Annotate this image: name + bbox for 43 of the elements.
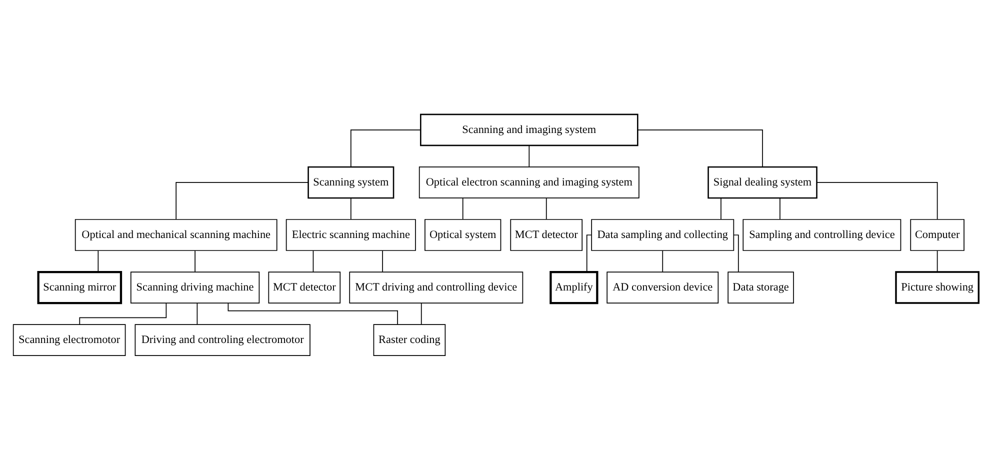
connector	[98, 250, 99, 272]
node-box: Scanning electromotor	[12, 324, 126, 356]
node-box: Raster coding	[373, 324, 446, 356]
node-box: Scanning mirror	[37, 270, 122, 304]
node-box: Sampling and controlling device	[742, 219, 902, 251]
connector	[350, 198, 352, 220]
node-box: Scanning driving machine	[130, 272, 260, 304]
node-box: Electric scanning machine	[286, 219, 416, 251]
node-box: Computer	[910, 219, 964, 251]
node-box: MCT detector	[510, 219, 583, 251]
connector	[312, 250, 314, 272]
node-box: Picture showing	[895, 271, 980, 304]
connector	[638, 130, 763, 168]
node-box: Optical system	[424, 219, 502, 251]
connector	[936, 250, 938, 272]
connector	[733, 234, 739, 272]
connector	[586, 234, 592, 272]
connector	[528, 145, 530, 168]
connector	[546, 198, 547, 220]
node-box: AD conversion device	[606, 272, 719, 304]
connector	[720, 198, 722, 220]
connector	[420, 302, 422, 325]
node-box: Optical electron scanning and imaging system	[418, 166, 640, 198]
node-box: Scanning system	[308, 166, 394, 199]
connector	[382, 250, 383, 272]
connector	[462, 198, 464, 220]
node-box: Driving and controling electromotor	[134, 324, 310, 356]
node-box: Signal dealing system	[708, 166, 818, 199]
connector	[816, 182, 938, 220]
node-box: MCT driving and controlling device	[349, 272, 524, 304]
node-box: Scanning and imaging system	[420, 114, 638, 146]
node-box: MCT detector	[268, 272, 341, 304]
connector	[662, 250, 664, 272]
node-box: Data storage	[728, 272, 794, 304]
connector	[350, 130, 422, 168]
node-box: Optical and mechanical scanning machine	[74, 219, 278, 251]
node-box: Amplify	[550, 270, 598, 304]
connector	[79, 302, 167, 325]
node-box: Data sampling and collecting	[591, 219, 734, 251]
connector	[176, 182, 309, 220]
connector	[228, 302, 398, 325]
connector	[196, 302, 198, 325]
connector	[194, 250, 196, 272]
